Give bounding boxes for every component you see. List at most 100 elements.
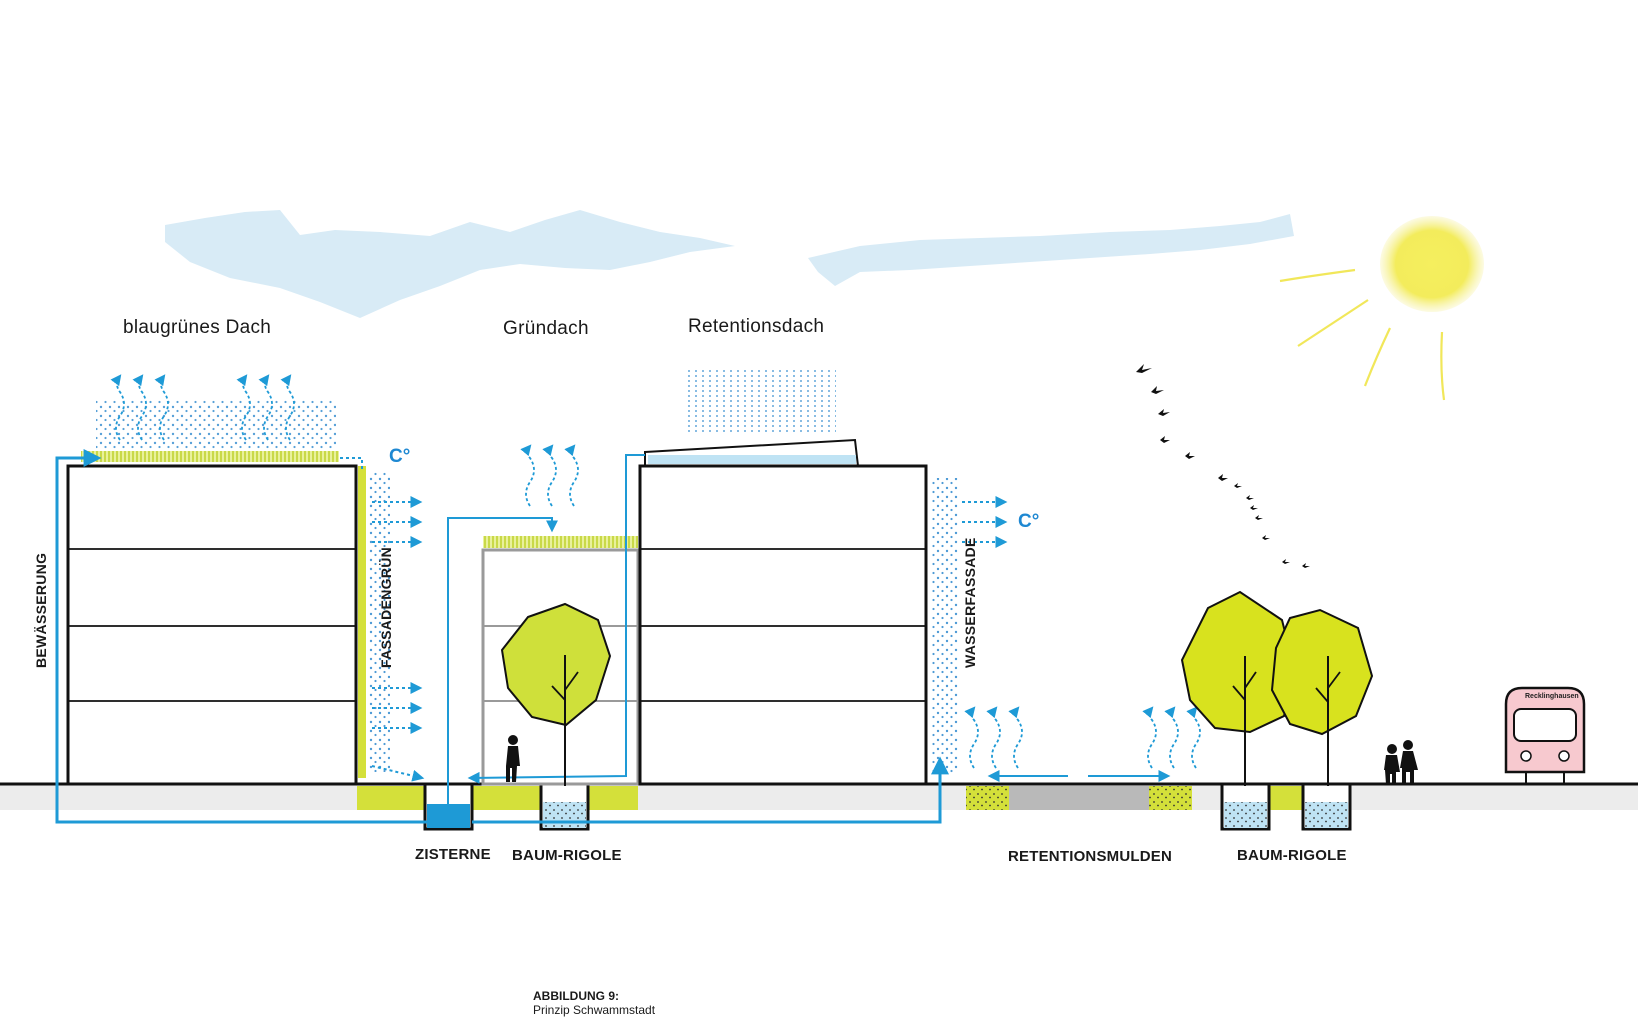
evaporation-arrow bbox=[154, 374, 169, 441]
evaporation-arrow bbox=[1164, 706, 1179, 769]
tree-courtyard bbox=[500, 602, 612, 786]
evaporation-arrow bbox=[1008, 706, 1023, 769]
temperature-label-left: C° bbox=[389, 446, 411, 467]
tree-branch bbox=[1232, 685, 1246, 701]
evaporation-arrow bbox=[1142, 706, 1157, 769]
building-middle-body bbox=[481, 548, 640, 786]
evaporation-arrow bbox=[236, 374, 251, 441]
pipe-from-retention-roof bbox=[467, 454, 645, 784]
evaporation-arrow bbox=[280, 374, 295, 441]
tree-trench-1-dots bbox=[543, 802, 586, 828]
bird bbox=[1151, 386, 1164, 394]
bird bbox=[1250, 505, 1258, 510]
train bbox=[1504, 686, 1586, 784]
retention-roof-water bbox=[648, 455, 856, 464]
sun-ray bbox=[1440, 331, 1446, 401]
label-cistern: ZISTERNE bbox=[415, 846, 491, 863]
label-blue-green-roof: blaugrünes Dach bbox=[123, 317, 272, 338]
water-flows bbox=[55, 449, 1171, 824]
bird bbox=[1136, 364, 1152, 373]
person bbox=[1384, 744, 1400, 784]
tree-branch bbox=[564, 671, 579, 691]
birds bbox=[1136, 364, 1310, 568]
sun bbox=[1279, 216, 1484, 401]
bird bbox=[1185, 452, 1195, 459]
tree-branch bbox=[551, 685, 566, 701]
green-strip-courtyard bbox=[357, 786, 638, 810]
cistern-return-pipe bbox=[472, 756, 949, 824]
sun-ray bbox=[1279, 268, 1356, 283]
evaporation-arrow bbox=[964, 706, 979, 769]
tree-trench-3-dots bbox=[1305, 802, 1348, 828]
ground bbox=[0, 782, 1638, 810]
train-window bbox=[1513, 708, 1577, 742]
facade-green-dots bbox=[368, 472, 390, 772]
cooling-arrows bbox=[340, 457, 1008, 782]
bird bbox=[1282, 559, 1290, 564]
evaporation-arrow bbox=[110, 374, 125, 441]
tree-branch bbox=[1244, 671, 1257, 689]
tree-trench-2-dots bbox=[1224, 802, 1267, 828]
label-retention-roof: Retentionsdach bbox=[688, 316, 825, 337]
facade-green-strip bbox=[358, 466, 366, 778]
tree-crown bbox=[500, 602, 612, 727]
green-roof-strip bbox=[81, 451, 339, 462]
evaporation-arrow bbox=[986, 706, 1001, 769]
tree-crown bbox=[1180, 590, 1297, 734]
sun-disc bbox=[1380, 216, 1484, 312]
subsurface-structures bbox=[423, 782, 1352, 831]
person bbox=[506, 735, 520, 782]
evaporation-arrow bbox=[520, 444, 535, 507]
roof-mist-dots bbox=[96, 400, 336, 450]
bird bbox=[1302, 563, 1310, 568]
building-left bbox=[66, 400, 390, 786]
water-facade-dots bbox=[932, 478, 958, 774]
label-green-roof: Gründach bbox=[503, 318, 589, 339]
irrigation-pipe bbox=[55, 449, 450, 824]
swale-dots-left bbox=[966, 786, 1009, 810]
train-headlight bbox=[1558, 750, 1570, 762]
label-tree-trench-2: BAUM-RIGOLE bbox=[1237, 847, 1347, 864]
trees bbox=[500, 590, 1374, 786]
tree-street-2 bbox=[1270, 608, 1374, 786]
building-right-body bbox=[638, 464, 928, 786]
sun-ray bbox=[1363, 327, 1391, 387]
bird bbox=[1234, 483, 1242, 488]
label-retention-swales: RETENTIONSMULDEN bbox=[1008, 848, 1173, 865]
train-headlight bbox=[1520, 750, 1532, 762]
sun-ray bbox=[1297, 299, 1369, 347]
bird bbox=[1262, 535, 1270, 540]
ground-band bbox=[0, 784, 1638, 810]
rain-lines bbox=[688, 370, 836, 435]
caption-title: ABBILDUNG 9: bbox=[533, 989, 619, 1003]
roof-edge-arrow bbox=[340, 457, 363, 470]
evaporation-arrow bbox=[542, 444, 557, 507]
evaporation-arrow bbox=[258, 374, 273, 441]
bird bbox=[1160, 436, 1170, 443]
caption-subtitle: Prinzip Schwammstadt bbox=[533, 1003, 656, 1017]
clouds bbox=[165, 210, 1294, 318]
evaporation-arrows bbox=[110, 374, 1201, 769]
label-facade-green: FASSADENGRÜN bbox=[378, 546, 394, 668]
bird bbox=[1246, 495, 1254, 500]
tree-street-1 bbox=[1180, 590, 1297, 786]
cloud-right bbox=[808, 214, 1294, 286]
swale-grey bbox=[1009, 786, 1149, 810]
evaporation-arrow bbox=[132, 374, 147, 441]
swale-dots-right bbox=[1149, 786, 1192, 810]
building-left-body bbox=[66, 464, 358, 786]
building-right bbox=[638, 370, 958, 786]
bird bbox=[1218, 474, 1228, 481]
green-strip-trees bbox=[1268, 786, 1302, 810]
building-middle bbox=[481, 536, 640, 786]
cooling-arrow bbox=[371, 765, 425, 782]
label-water-facade: WASSERFASSADE bbox=[962, 537, 978, 668]
cistern-water bbox=[427, 804, 470, 828]
green-roof-strip-middle bbox=[483, 536, 638, 548]
bird bbox=[1158, 409, 1170, 416]
tree-branch bbox=[1315, 687, 1329, 703]
tree-crown bbox=[1270, 608, 1374, 736]
label-tree-trench-1: BAUM-RIGOLE bbox=[512, 847, 622, 864]
